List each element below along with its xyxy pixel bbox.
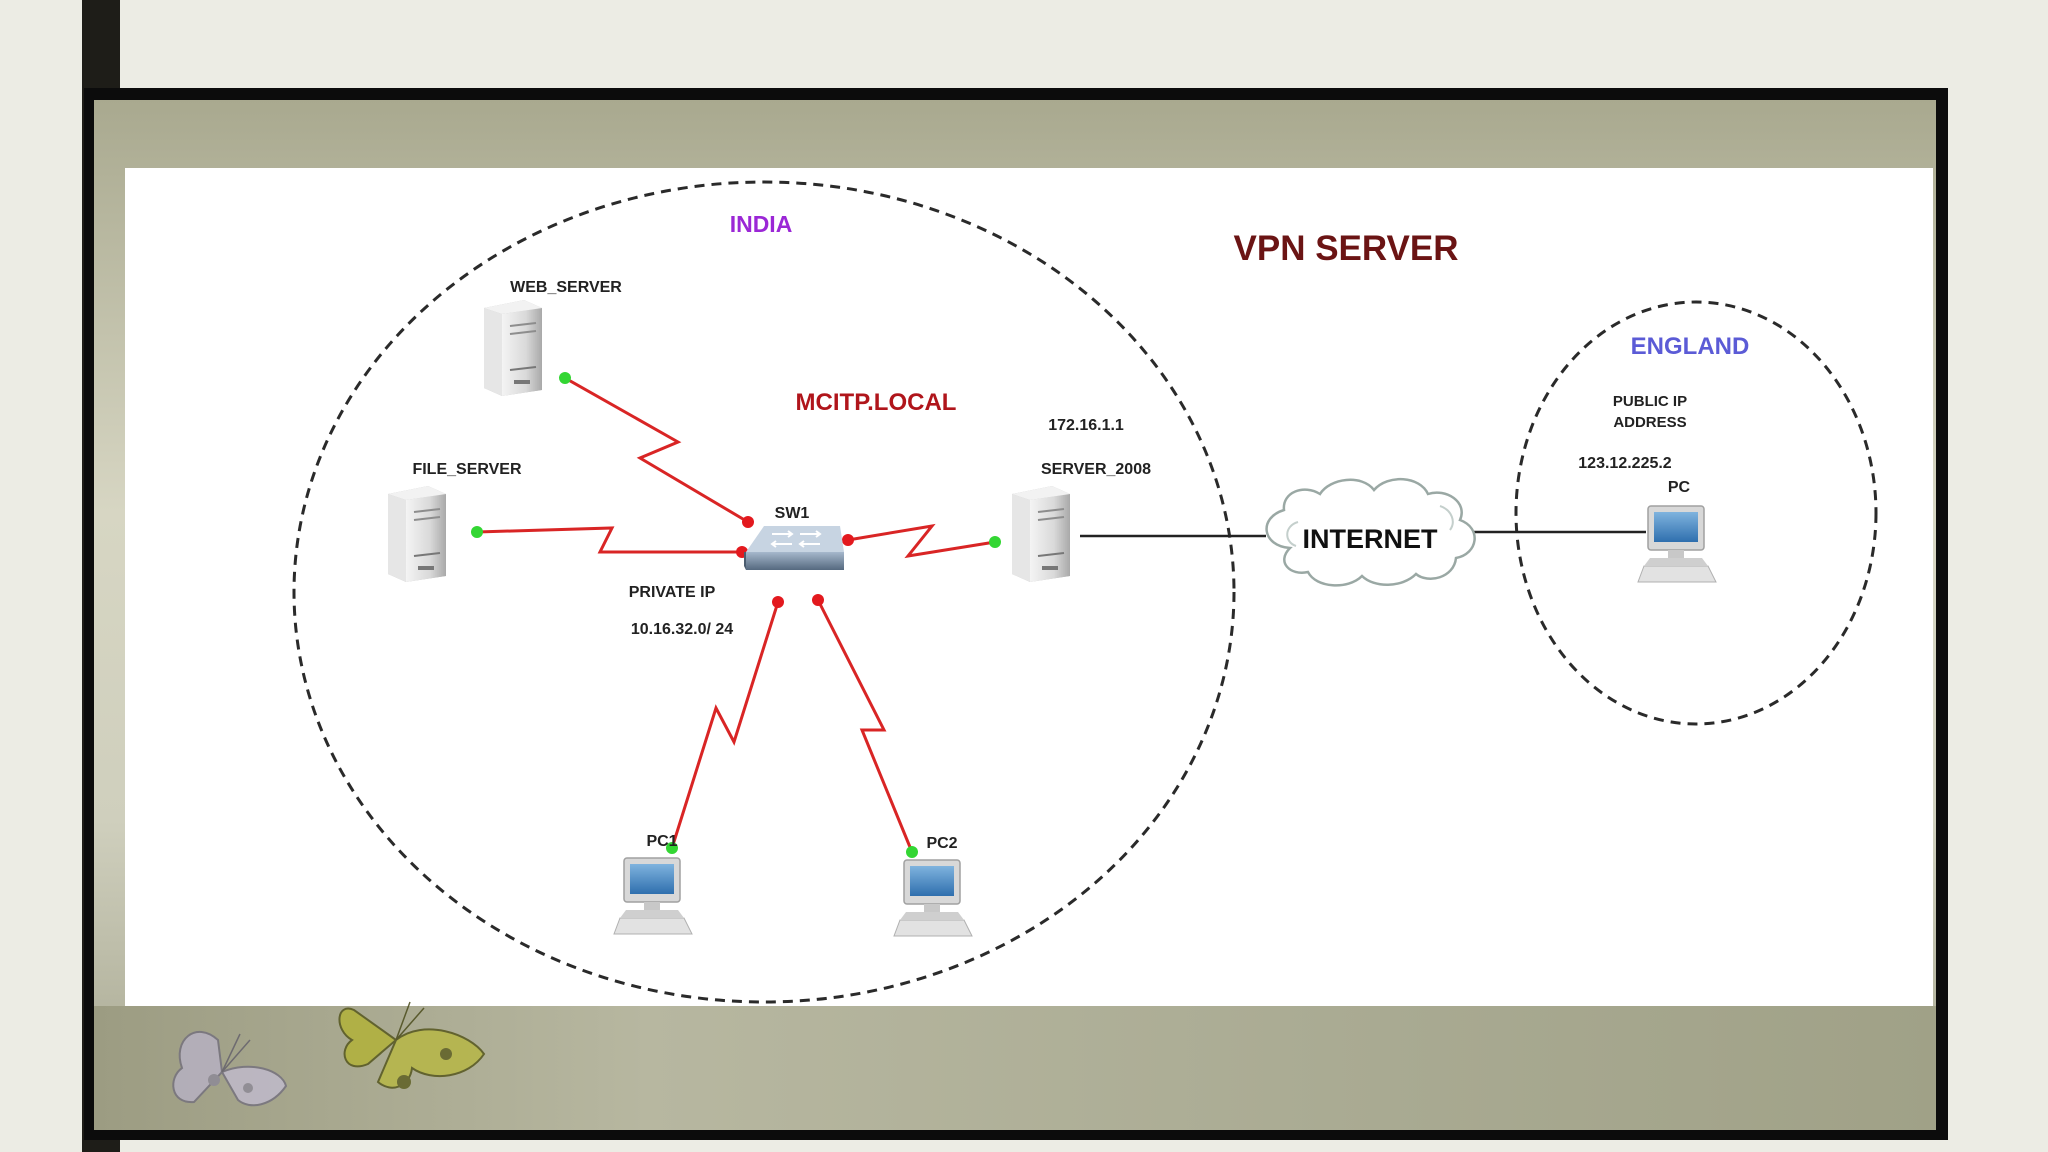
remote-pc-label: PC [1668, 479, 1691, 496]
server-2008-label: SERVER_2008 [1041, 461, 1151, 478]
public-ip-label-line2: ADDRESS [1613, 414, 1686, 431]
england-region-boundary [1514, 300, 1878, 726]
link-sw1-server-2008 [847, 523, 996, 559]
link-endpoint [666, 842, 678, 854]
india-region-label: INDIA [730, 211, 793, 237]
link-endpoint [772, 596, 784, 608]
pc1-label: PC1 [646, 833, 677, 850]
internet-cloud-icon [1265, 477, 1476, 587]
file-server-label: FILE_SERVER [412, 461, 522, 478]
web-server-label: WEB_SERVER [510, 279, 622, 296]
link-pc2-sw1 [816, 599, 914, 853]
internet-label: INTERNET [1303, 524, 1439, 554]
switch-label: SW1 [775, 505, 810, 522]
link-endpoint [906, 846, 918, 858]
india-region-boundary [292, 180, 1236, 1004]
diagram-title: VPN SERVER [1234, 229, 1459, 268]
server-ip-label: 172.16.1.1 [1048, 417, 1124, 434]
butterfly-left-icon [172, 1030, 288, 1107]
private-subnet-label: 10.16.32.0/ 24 [631, 621, 733, 638]
pc1-icon [613, 857, 693, 935]
pc2-icon [893, 859, 973, 937]
pc2-label: PC2 [926, 835, 957, 852]
link-endpoint [742, 516, 754, 528]
remote-pc-icon [1637, 505, 1717, 583]
link-pc1-sw1 [670, 601, 780, 849]
link-web-server-sw1 [564, 376, 749, 524]
domain-label: MCITP.LOCAL [796, 389, 957, 416]
link-endpoint [471, 526, 483, 538]
link-endpoint [989, 536, 1001, 548]
link-endpoint [812, 594, 824, 606]
file-server-icon [388, 486, 446, 582]
server-2008-icon [1012, 486, 1070, 582]
private-ip-label: PRIVATE IP [629, 584, 716, 601]
public-ip-label-line1: PUBLIC IP [1613, 393, 1687, 410]
link-endpoint [559, 372, 571, 384]
butterfly-right-icon [338, 1001, 486, 1089]
web-server-icon [484, 300, 542, 396]
link-endpoint [842, 534, 854, 546]
switch-icon [744, 526, 844, 570]
link-file-server-sw1 [476, 526, 742, 554]
england-region-label: ENGLAND [1631, 333, 1750, 360]
public-ip-value: 123.12.225.2 [1578, 455, 1672, 472]
